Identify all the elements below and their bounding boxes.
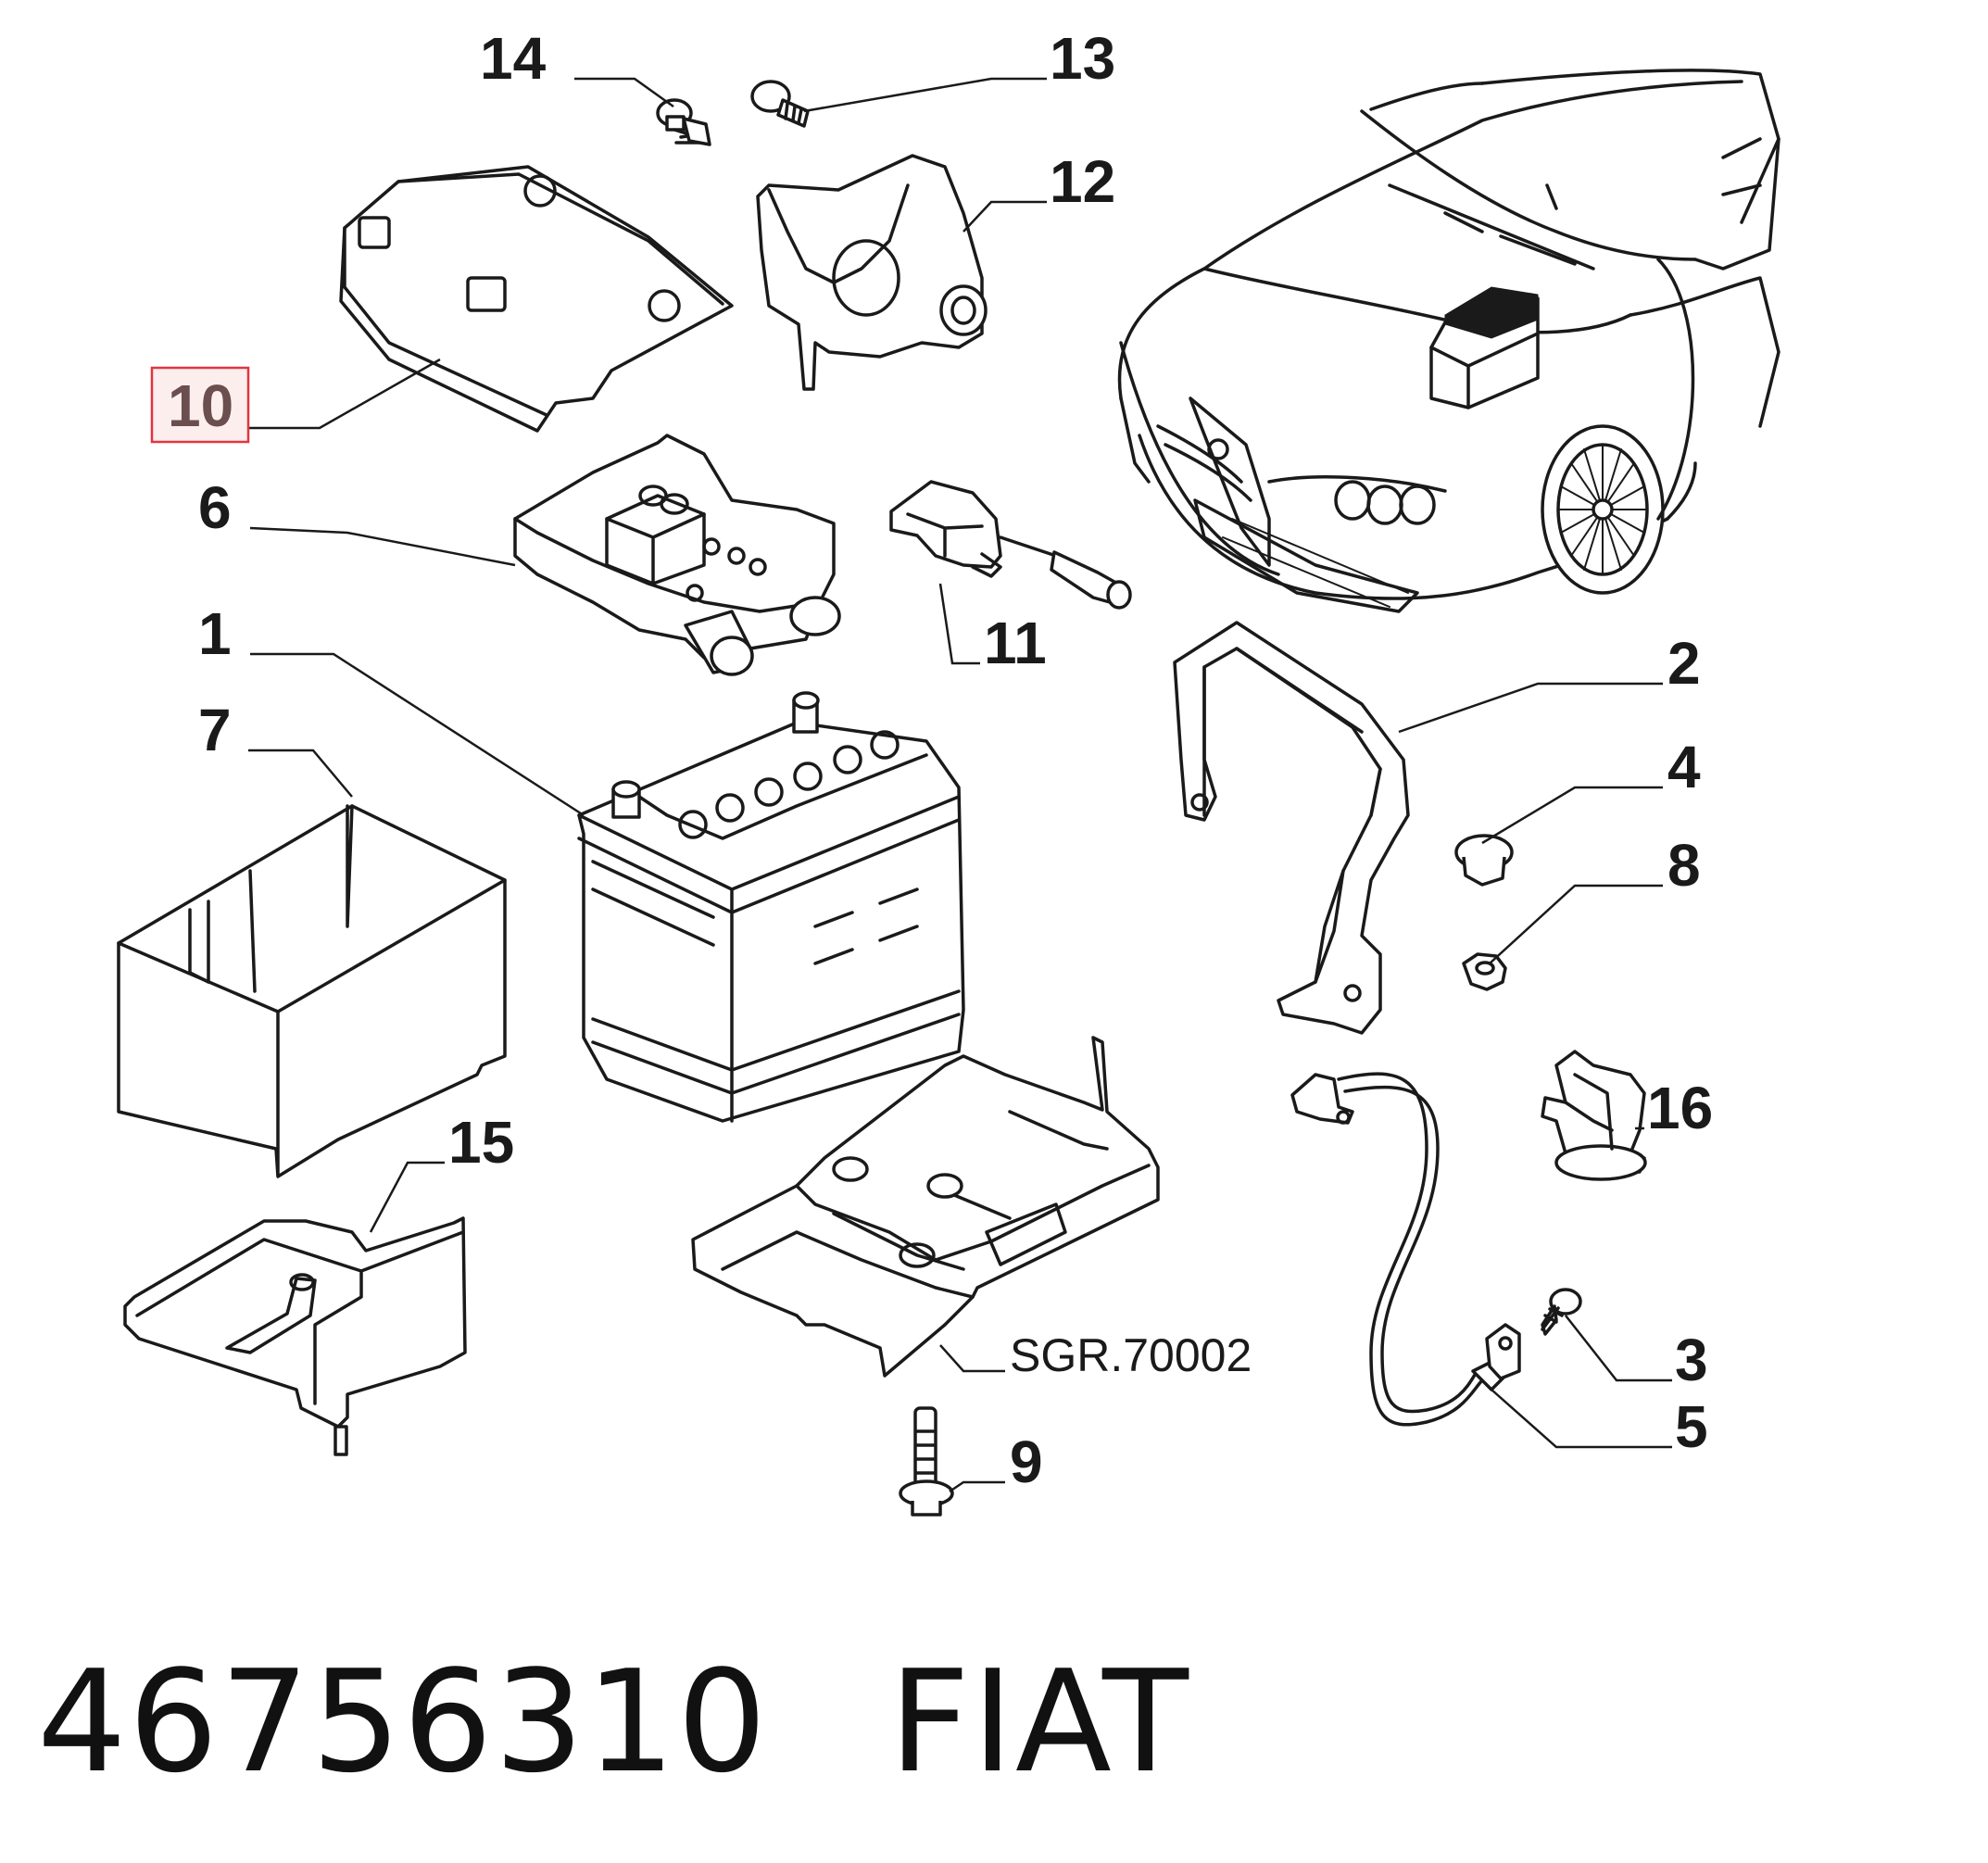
bracket-part-2[interactable] — [1173, 621, 1410, 1035]
insulation-sleeve-part-7[interactable] — [117, 804, 507, 1178]
reference-code-label: SGR.70002 — [1010, 1329, 1252, 1381]
callout-5[interactable]: 5 — [1675, 1393, 1708, 1460]
callout-11[interactable]: 11 — [984, 610, 1047, 676]
callout-14[interactable]: 14 — [480, 25, 547, 92]
screw-part-14[interactable] — [656, 98, 711, 146]
brand-name: FIAT — [888, 1640, 1190, 1804]
callout-12[interactable]: 12 — [1050, 148, 1115, 215]
callout-2[interactable]: 2 — [1667, 630, 1701, 697]
callout-4[interactable]: 4 — [1667, 734, 1701, 800]
callout-3[interactable]: 3 — [1675, 1327, 1708, 1393]
vehicle-locator-illustration — [1117, 69, 1780, 613]
callout-10[interactable]: 10 — [168, 372, 233, 439]
callout-1[interactable]: 1 — [198, 600, 232, 667]
callout-8[interactable]: 8 — [1667, 832, 1701, 899]
callout-16[interactable]: 16 — [1647, 1075, 1713, 1141]
battery-part-1[interactable] — [577, 691, 965, 1123]
highlight-box-10 — [150, 366, 250, 444]
screw-part-13[interactable] — [750, 80, 810, 128]
callout-15[interactable]: 15 — [448, 1109, 514, 1176]
clip-part-16[interactable] — [1541, 1050, 1647, 1181]
part-number: 46756310 — [37, 1640, 769, 1804]
sensor-part-11[interactable] — [889, 480, 1132, 610]
lower-tray-part-15[interactable] — [123, 1216, 467, 1456]
bolt-part-3[interactable] — [1541, 1288, 1582, 1336]
part-number-footer: 46756310 FIAT — [37, 1640, 1190, 1804]
bolt-part-9[interactable] — [899, 1406, 954, 1517]
battery-tray-sgr-part[interactable] — [691, 1036, 1160, 1378]
callout-13[interactable]: 13 — [1050, 25, 1115, 92]
callout-9[interactable]: 9 — [1010, 1429, 1043, 1495]
cap-part-4[interactable] — [1454, 834, 1514, 887]
callout-7[interactable]: 7 — [198, 697, 232, 763]
battery-cover-part[interactable] — [339, 165, 734, 433]
nut-part-8[interactable] — [1462, 952, 1507, 991]
callout-6[interactable]: 6 — [198, 474, 232, 541]
terminal-cover-part-12[interactable] — [756, 154, 988, 391]
leader-lines — [243, 77, 1672, 1493]
exploded-parts-diagram: 10 14 13 12 6 11 1 7 2 4 8 16 15 9 3 5 S… — [117, 25, 1780, 1517]
callout-labels: 10 14 13 12 6 11 1 7 2 4 8 16 15 9 3 5 S… — [150, 25, 1713, 1495]
terminal-block-part-6[interactable] — [513, 434, 841, 676]
ground-cable-part-5[interactable] — [1290, 1072, 1521, 1427]
